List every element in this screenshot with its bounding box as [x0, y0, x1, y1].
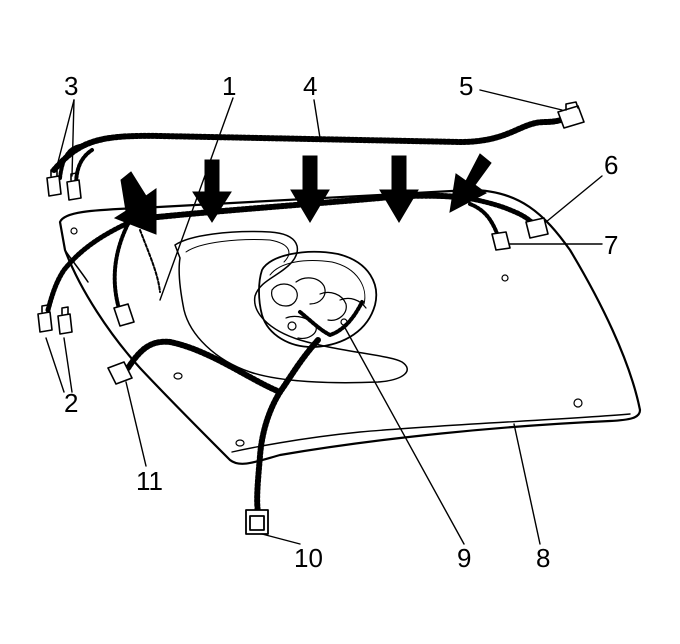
install-direction-arrow-icon [113, 171, 157, 235]
connector-10 [245, 509, 269, 535]
callout-7: 7 [604, 230, 619, 260]
connector-7 [491, 231, 511, 251]
mounting-hole [235, 439, 245, 447]
connector-1 [113, 303, 135, 327]
headliner-harness-rear [254, 337, 321, 515]
headliner-rear-edge [231, 413, 631, 453]
connector-5 [557, 101, 585, 129]
headliner-harness-left-2 [112, 222, 130, 314]
leader-lines [45, 89, 603, 545]
install-direction-arrow-icon [290, 155, 330, 223]
mounting-hole [70, 227, 78, 235]
callout-4: 4 [303, 71, 318, 101]
headliner-harness-front [127, 192, 473, 223]
callout-6: 6 [604, 150, 619, 180]
connector-6 [525, 217, 549, 239]
headliner-harness-7 [468, 202, 500, 238]
headliner-harness-console [298, 300, 364, 337]
overhead-console-opening-inner [269, 260, 366, 305]
connector-3b [66, 172, 82, 201]
headliner-harness-left-3 [139, 229, 161, 293]
callout-9: 9 [457, 543, 472, 573]
callout-1: 1 [222, 71, 237, 101]
headliner-panel [58, 188, 642, 465]
connector-3a [46, 168, 62, 197]
callout-2: 2 [64, 388, 79, 418]
connector-2b [57, 306, 73, 335]
headliner-front-edge [64, 249, 89, 283]
install-direction-arrow-icon [192, 159, 232, 223]
callout-5: 5 [459, 71, 474, 101]
install-direction-arrow-icon [449, 153, 492, 213]
mounting-hole [501, 274, 509, 282]
headliner-harness-11 [125, 338, 283, 395]
mounting-hole [573, 398, 583, 408]
mounting-hole [173, 372, 183, 380]
install-arrows [113, 153, 492, 235]
install-direction-arrow-icon [379, 155, 419, 223]
roof-harness-branch-3 [58, 144, 82, 180]
headliner-center-recess [174, 230, 408, 384]
callout-10: 10 [294, 543, 323, 573]
headliner-harness-left [45, 219, 133, 313]
headliner-center-recess-inner [185, 239, 290, 263]
connector-2a [37, 304, 53, 333]
overhead-console-opening [258, 251, 378, 348]
overhead-console-wiring [271, 277, 367, 339]
callout-3: 3 [64, 71, 79, 101]
callout-8: 8 [536, 543, 551, 573]
connector-11 [107, 361, 133, 385]
roof-harness-trunk-outline [53, 121, 546, 171]
callout-11: 11 [136, 466, 163, 496]
